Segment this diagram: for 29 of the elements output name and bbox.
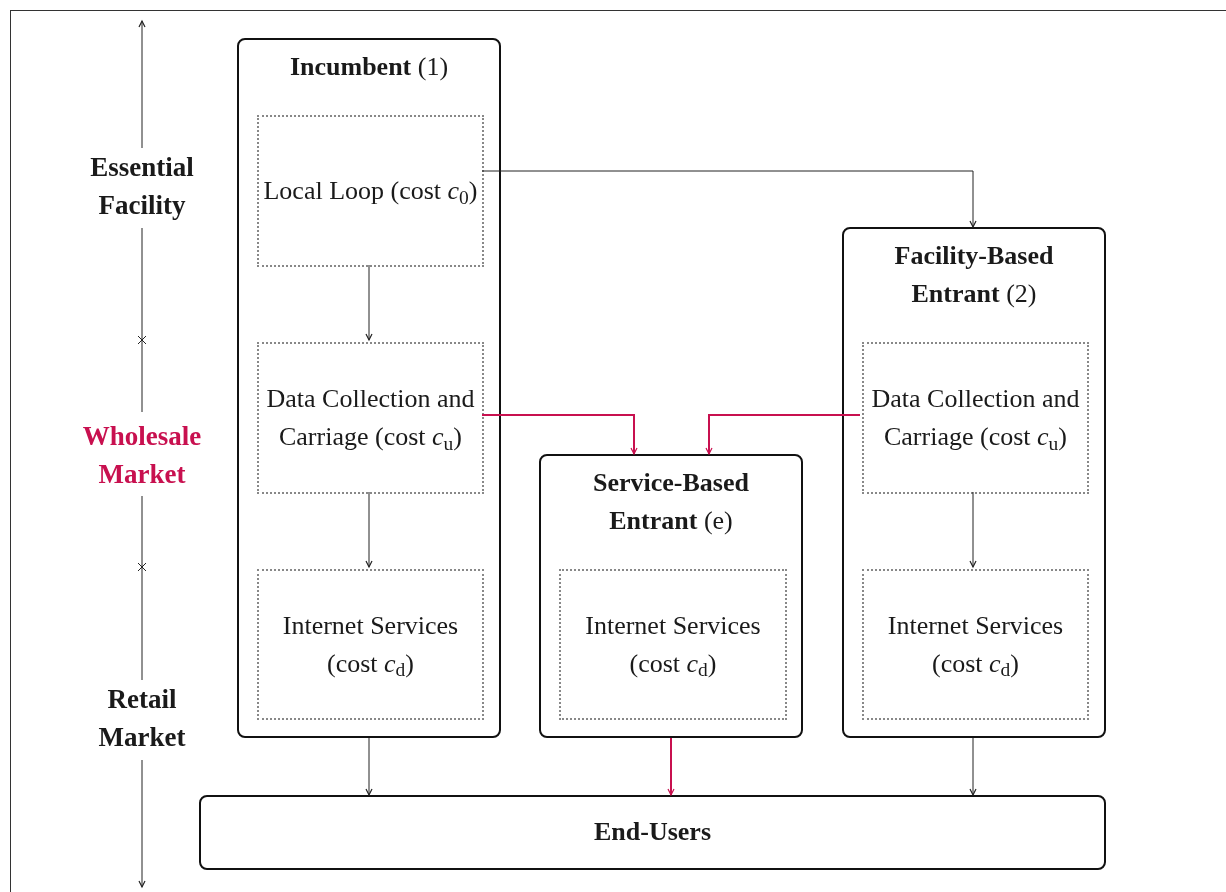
cost-box — [559, 569, 787, 720]
box-text: Data Collection and Carriage (cost c$_{u}$) — [265, 383, 476, 456]
arrow — [705, 414, 861, 455]
cost-box — [862, 569, 1089, 720]
arrow — [365, 737, 373, 796]
arrow — [667, 737, 675, 796]
box-text: Internet Services (cost c$_{d}$) — [281, 609, 460, 683]
arrow — [365, 491, 373, 568]
box-text: Data Collection and Carriage (cost c$_{u}$) — [870, 383, 1081, 456]
cost-box — [257, 342, 484, 494]
arrow — [969, 737, 977, 796]
arrow — [365, 264, 373, 341]
box-text: End-Users — [594, 816, 711, 849]
arrow — [969, 491, 977, 568]
box-text: Incumbent (1) — [288, 51, 450, 83]
box-text: Service-Based Entrant (e) — [592, 467, 750, 537]
box-text: Facility-Based Entrant (2) — [893, 240, 1055, 310]
end-users-box — [199, 795, 1106, 870]
cost-box — [257, 115, 484, 267]
cost-box — [862, 342, 1089, 494]
entity-box — [539, 454, 803, 738]
arrow — [481, 414, 638, 455]
box-text: Internet Services (cost c$_{d}$) — [886, 609, 1065, 683]
cost-box — [257, 569, 484, 720]
arrow — [481, 170, 977, 228]
box-text: Internet Services (cost c$_{d}$) — [584, 609, 762, 683]
entity-box — [842, 227, 1106, 738]
box-text: Local Loop (cost c$_{0}$) — [263, 175, 478, 210]
entity-box — [237, 38, 501, 738]
